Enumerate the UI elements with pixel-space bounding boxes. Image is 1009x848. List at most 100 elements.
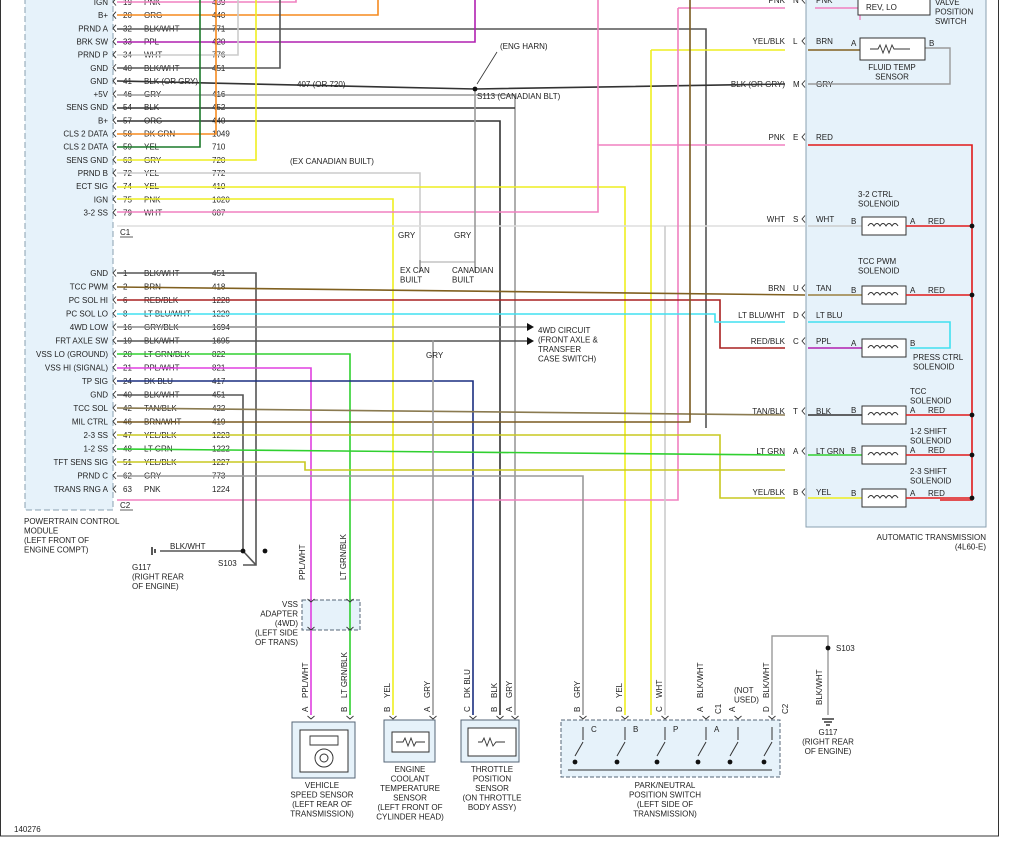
ect-pin-color: GRY bbox=[423, 680, 432, 698]
wire-blkwht-451-top bbox=[117, 0, 281, 69]
fwd-circuit-label-line: CASE SWITCH) bbox=[538, 355, 597, 364]
ppl-wht-vertical: PPL/WHT bbox=[298, 544, 307, 580]
pn-switch-contact bbox=[697, 741, 707, 757]
tp-pin-color: GRY bbox=[505, 680, 514, 698]
wire-yelblk-1223 bbox=[117, 434, 785, 499]
wire-gry-416 bbox=[117, 94, 516, 715]
tp-sensor-label-line: BODY ASSY) bbox=[468, 803, 517, 812]
pn-switch-label-line: (LEFT SIDE OF bbox=[637, 800, 693, 809]
pn-pin-chevron bbox=[621, 715, 629, 720]
pcm-c2-pin-row-function: TP SIG bbox=[82, 377, 108, 386]
pcm-c1-pin-row-pin-chevron bbox=[112, 195, 117, 204]
pcm-c2-pin-row-pin-chevron bbox=[112, 431, 117, 439]
valve-switch-label-line: VALVE bbox=[935, 0, 960, 7]
pn-pin-chevron bbox=[768, 715, 776, 720]
canadian-built-label-line: CANADIAN bbox=[452, 266, 494, 275]
pcm-c1-pin-row-pin-chevron bbox=[112, 37, 117, 46]
pcm-c2-pin-row-pin-chevron bbox=[112, 269, 117, 277]
vss-adapter-label-line: ADAPTER bbox=[260, 610, 298, 619]
pcm-c1-pin-row-wire-color: WHT bbox=[144, 208, 162, 217]
red-bus-dot bbox=[969, 292, 975, 298]
pn-internal-label: C bbox=[591, 725, 597, 734]
pn-internal-label: P bbox=[673, 725, 678, 734]
pcm-c2-pin-row-pin-chevron bbox=[112, 377, 117, 385]
tp-pin-color: DK BLU bbox=[463, 669, 472, 698]
pcm-c2-pin-row-function: GND bbox=[90, 269, 108, 278]
eng-harn-label: (ENG HARN) bbox=[500, 42, 548, 51]
solenoid-red-label: RED bbox=[928, 489, 945, 498]
splice-s103-left-dot bbox=[240, 548, 246, 554]
pn-pin-color: YEL bbox=[615, 682, 624, 698]
tp-pin-letter: A bbox=[505, 706, 514, 712]
pcm-c1-pin-row-pin-chevron bbox=[112, 90, 117, 98]
ect-sensor-label-line: COOLANT bbox=[391, 775, 430, 784]
canadian-built-label-line: BUILT bbox=[452, 276, 474, 285]
vss-sensor-label-line: TRANSMISSION) bbox=[290, 810, 354, 819]
pn-pin-chevron bbox=[661, 715, 669, 720]
pcm-c1-pin-row-function: SENS GND bbox=[66, 103, 108, 112]
trans-pin-chevron bbox=[801, 311, 806, 319]
wire-blk-452-down bbox=[117, 120, 501, 715]
pcm-c1-pin-row-pin-chevron bbox=[112, 24, 117, 33]
sol-tcc-pwm-label-line: SOLENOID bbox=[858, 267, 900, 276]
pcm-c2-pin-row-pin-chevron bbox=[112, 458, 117, 466]
fluid-temp-label-line: SENSOR bbox=[875, 73, 909, 82]
pcm-body bbox=[24, 0, 114, 511]
pcm-title-line: (LEFT FRONT OF bbox=[24, 536, 89, 545]
trans-int-wire-color: BLK bbox=[816, 407, 832, 416]
vss-coil bbox=[309, 735, 339, 746]
vss-tone-wheel bbox=[314, 748, 334, 768]
trans-ext-wire-color: YEL/BLK bbox=[753, 488, 786, 497]
solenoid-coil bbox=[867, 345, 899, 349]
wire-pnk-1020 bbox=[117, 144, 785, 213]
tp-potentiometer bbox=[478, 736, 505, 748]
pn-switch-label-line: PARK/NEUTRAL bbox=[635, 781, 696, 790]
wire-ltblu-1229 bbox=[117, 313, 785, 323]
tp-pin-chevron bbox=[511, 715, 519, 720]
wire-tanblk-422 bbox=[116, 407, 786, 416]
pcm-c1-pin-row-function: IGN bbox=[94, 195, 108, 204]
vss-sensor-label-line: (LEFT REAR OF bbox=[292, 800, 352, 809]
trans-int-wire-color: PNK bbox=[816, 0, 833, 5]
pcm-c2-pin-row-pin-chevron bbox=[112, 323, 117, 331]
trans-pin-letter: N bbox=[793, 0, 799, 5]
pcm-c1-pin-row-pin: 19 bbox=[123, 0, 132, 7]
pcm-title-line: POWERTRAIN CONTROL bbox=[24, 517, 120, 526]
ect-sensor-label-line: (LEFT FRONT OF bbox=[377, 803, 442, 812]
pn-pin-chevron bbox=[734, 715, 742, 720]
trans-pin-chevron bbox=[801, 0, 806, 4]
pcm-c1-pin-row-pin: 79 bbox=[123, 208, 132, 217]
pn-switch-dot bbox=[695, 759, 701, 765]
pcm-c1-pin-row-pin-chevron bbox=[112, 50, 117, 59]
pcm-c1-pin-row-wire-color: PNK bbox=[144, 0, 161, 7]
wire-ppl-420 bbox=[117, 0, 476, 43]
pn-pin-letter: D bbox=[762, 706, 771, 712]
solenoid-box bbox=[861, 488, 907, 508]
trans-int-wire-color: BRN bbox=[816, 37, 833, 46]
ect-pin-chevron bbox=[389, 715, 397, 720]
ect-pin-letter: A bbox=[423, 706, 432, 712]
pcm-c1-pin-row-function: CLS 2 DATA bbox=[63, 143, 108, 152]
pcm-c1-pin-row-pin-chevron bbox=[112, 63, 117, 72]
g117-left-label-line: OF ENGINE) bbox=[132, 582, 179, 591]
pcm-c1-pin-row-function: +5V bbox=[94, 90, 109, 99]
press-ctrl-label-line: PRESS CTRL bbox=[913, 353, 964, 362]
sol-23-label-line: 2-3 SHIFT bbox=[910, 467, 947, 476]
pcm-c2-pin-row-function: MIL CTRL bbox=[72, 418, 109, 427]
pcm-c2-pin-row-pin-chevron bbox=[112, 296, 117, 304]
tp-pin-chevron bbox=[469, 715, 477, 720]
solenoid-pin-a: A bbox=[910, 406, 916, 415]
arrow-4wd-2 bbox=[527, 337, 534, 345]
pcm-c2-pin-row-function: PRND C bbox=[77, 472, 108, 481]
solenoid-pin-b: B bbox=[851, 217, 856, 226]
wire-gry-720 bbox=[117, 172, 421, 260]
pcm-c1-pin-row-circuit: 1049 bbox=[212, 130, 230, 139]
wire-wht-776 bbox=[117, 0, 239, 56]
tp-pin-chevron bbox=[496, 715, 504, 720]
trans-pin-letter: U bbox=[793, 284, 799, 293]
pn-connector-c2: C2 bbox=[781, 703, 790, 714]
gry-label-1: GRY bbox=[398, 231, 416, 240]
trans-ext-wire-color: PNK bbox=[769, 133, 786, 142]
s113-label: S113 (CANADIAN BLT) bbox=[477, 92, 561, 101]
